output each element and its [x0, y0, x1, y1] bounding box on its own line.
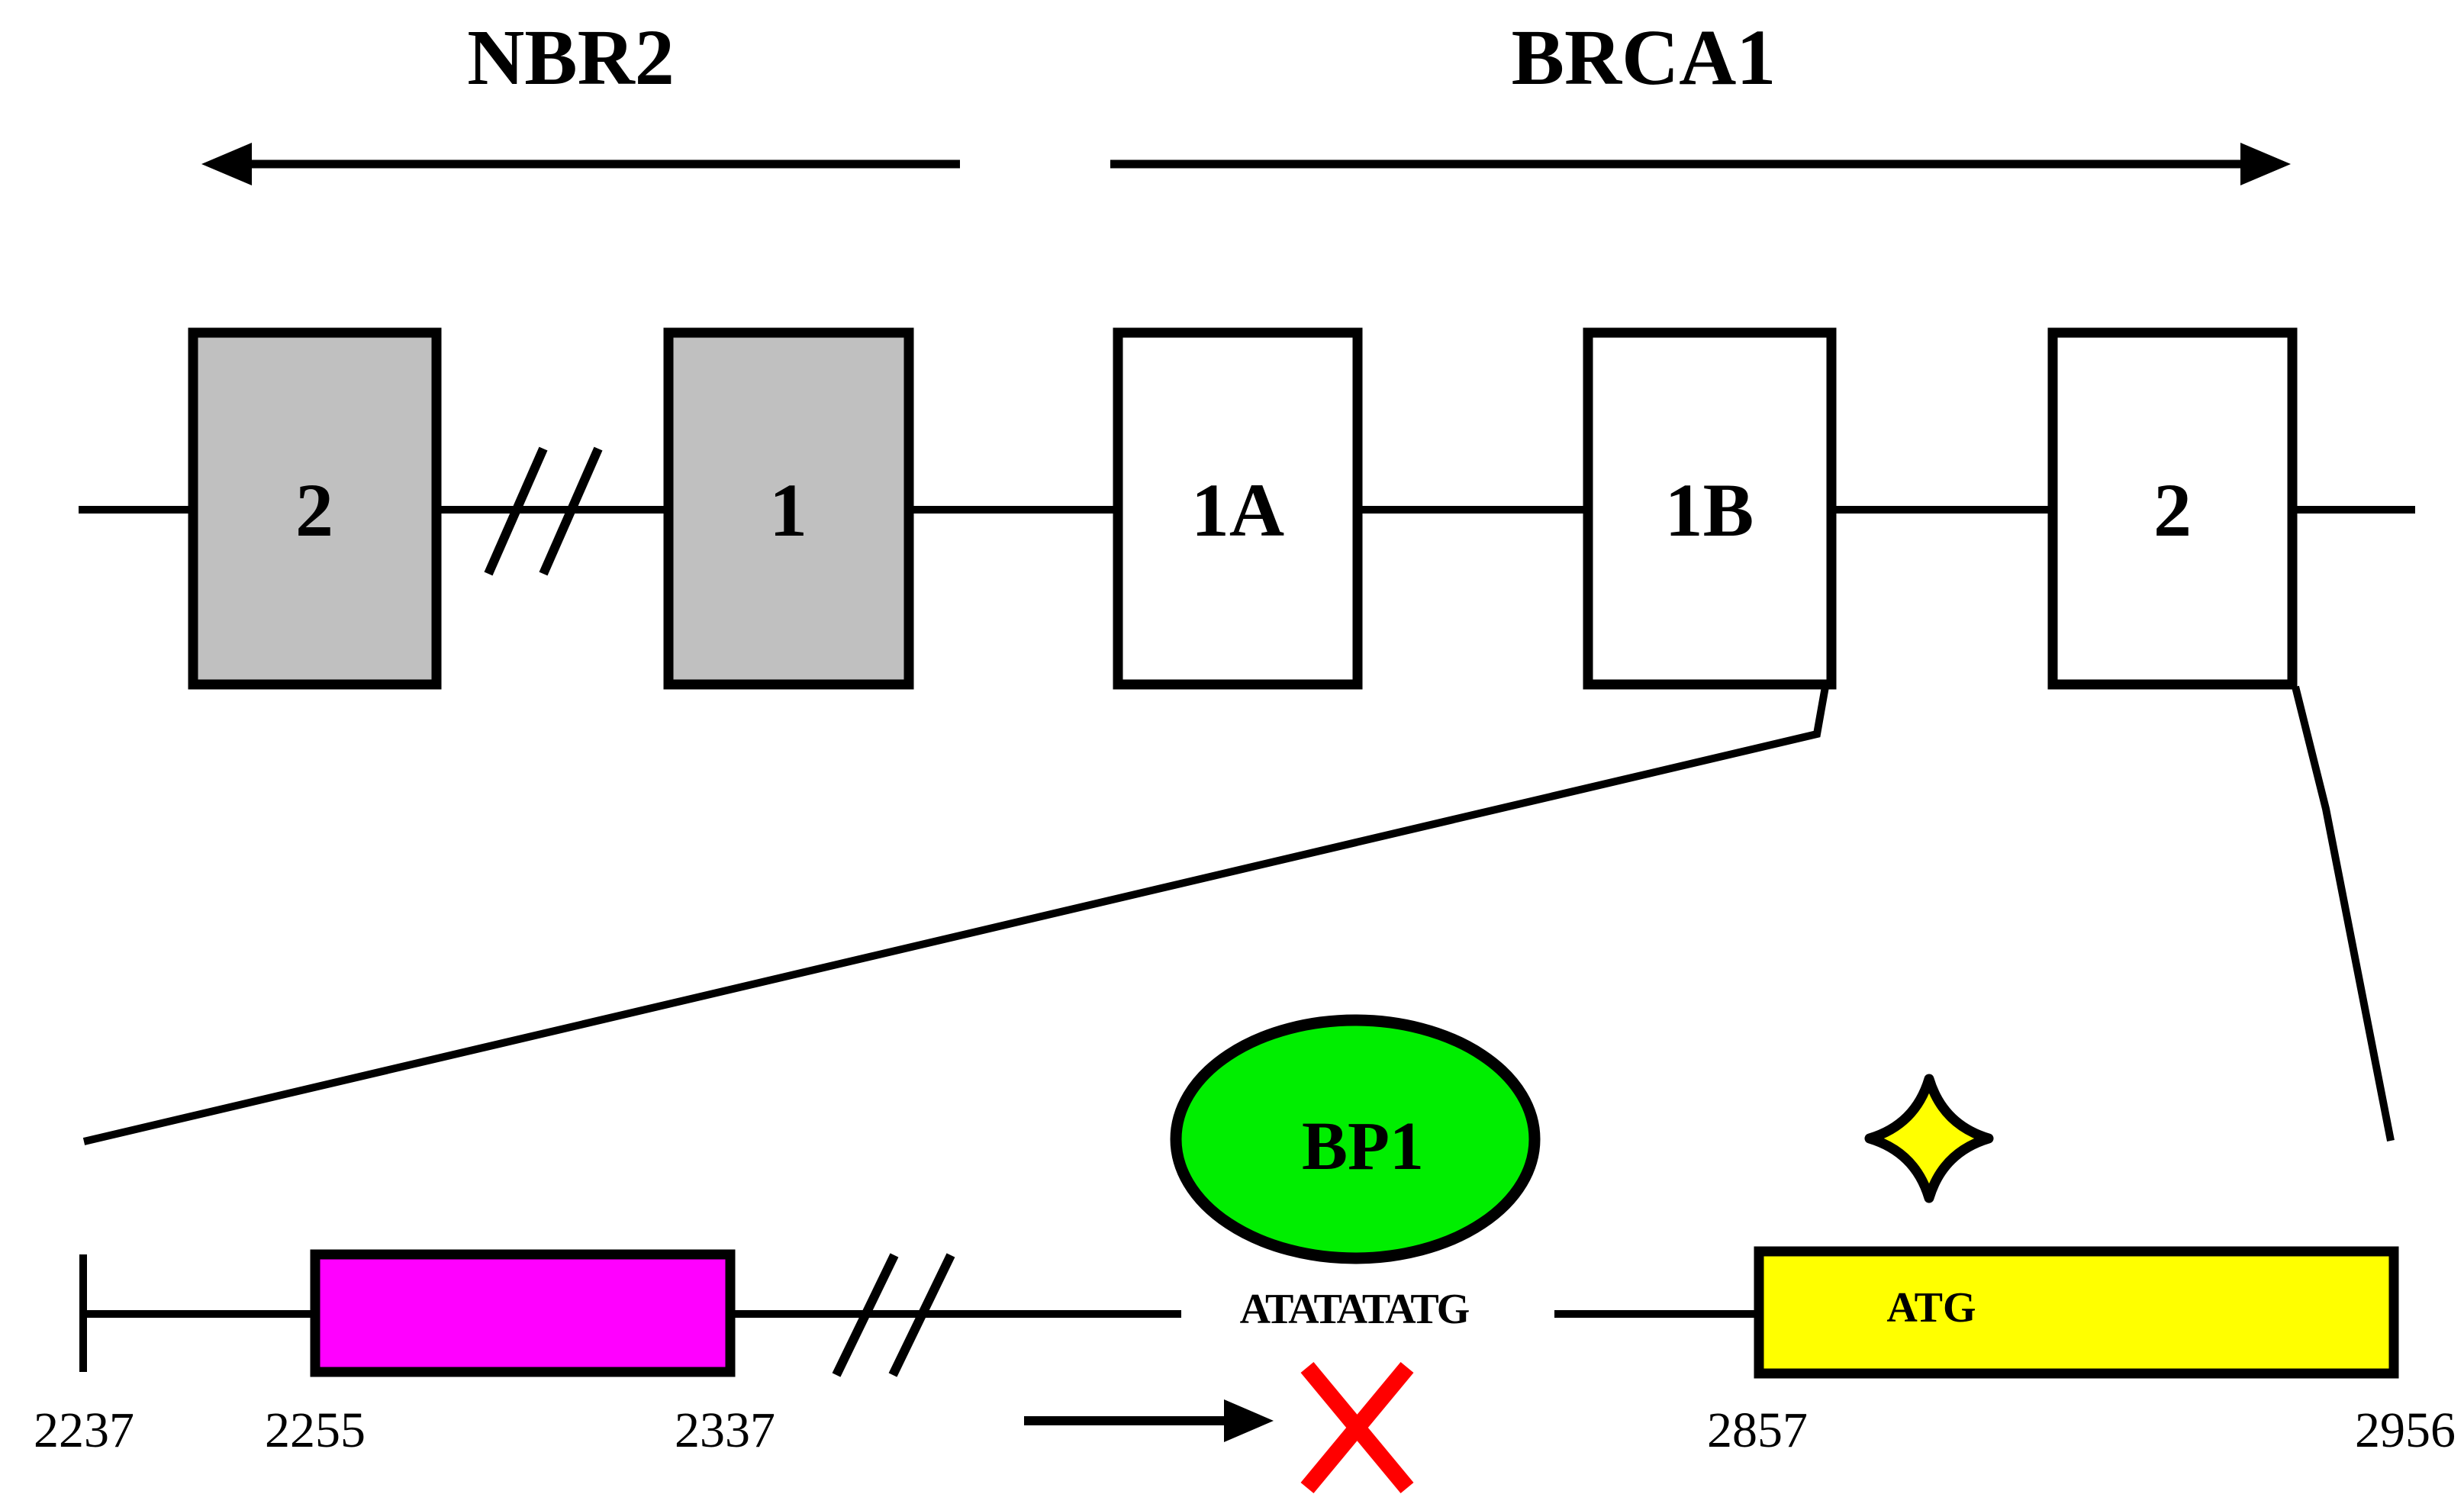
coordinate-label: 2255	[265, 1402, 366, 1458]
exon-nbr2-2-label: 2	[295, 468, 333, 552]
exon-brca1-2-box	[2047, 327, 2298, 690]
gene-title-nbr2: NBR2	[467, 14, 675, 101]
genomic-break-mark-bottom	[832, 1253, 955, 1377]
magenta-region-box	[310, 1249, 736, 1377]
brca1-arrow-head-icon	[2240, 143, 2291, 185]
exon-brca1-1a: 1A	[1113, 327, 1363, 690]
break-slash	[888, 1253, 955, 1377]
exon-brca1-2-label: 2	[2153, 468, 2192, 552]
coordinate-label: 2956	[2355, 1402, 2456, 1458]
red-x-icon	[1300, 1361, 1414, 1494]
star-icon	[1864, 1074, 1994, 1203]
bp1-label: BP1	[1302, 1109, 1424, 1184]
atg-exon-box	[1754, 1246, 2399, 1379]
bp1-protein: BP1	[1170, 1014, 1541, 1264]
exon-nbr2-1: 1	[663, 327, 914, 690]
exon-nbr2-2: 2	[188, 327, 442, 690]
genomic-break-mark-top	[484, 446, 603, 576]
exon-brca1-1b: 1B	[1583, 327, 1837, 690]
atg-label: ATG	[1886, 1284, 1976, 1332]
exon-brca1-1a-box	[1113, 327, 1363, 690]
exon-brca1-1b-box	[1583, 327, 1837, 690]
exon-nbr2-2-box	[188, 327, 442, 690]
bp1-ellipse	[1170, 1014, 1541, 1264]
transcription-arrow-head-icon	[1224, 1399, 1274, 1442]
break-slash	[539, 446, 603, 576]
zoom-connector-right	[2292, 685, 2395, 1142]
exon-nbr2-1-box	[663, 327, 914, 690]
red-x-stroke	[1300, 1361, 1414, 1494]
tata-sequence-label: ATATATATG	[1240, 1286, 1470, 1333]
coordinate-label: 2857	[1707, 1402, 1808, 1458]
coordinate-label: 2237	[34, 1402, 134, 1458]
exon-brca1-2: 2	[2047, 327, 2298, 690]
atg-exon-region: ATG	[1754, 1246, 2399, 1379]
exon-nbr2-1-label: 1	[769, 468, 807, 552]
break-slash	[832, 1253, 899, 1377]
transcription-arrow	[1024, 1399, 1274, 1442]
zoom-connector-left	[82, 686, 1829, 1145]
exon-brca1-1a-label: 1A	[1191, 468, 1284, 552]
brca1-direction-arrow	[1110, 143, 2291, 185]
nbr2-direction-arrow	[201, 143, 960, 185]
coordinate-label: 2337	[675, 1402, 775, 1458]
exon-brca1-1b-label: 1B	[1665, 468, 1754, 552]
gene-title-brca1: BRCA1	[1512, 14, 1776, 101]
break-slash	[484, 446, 548, 576]
nbr2-arrow-head-icon	[201, 143, 252, 185]
